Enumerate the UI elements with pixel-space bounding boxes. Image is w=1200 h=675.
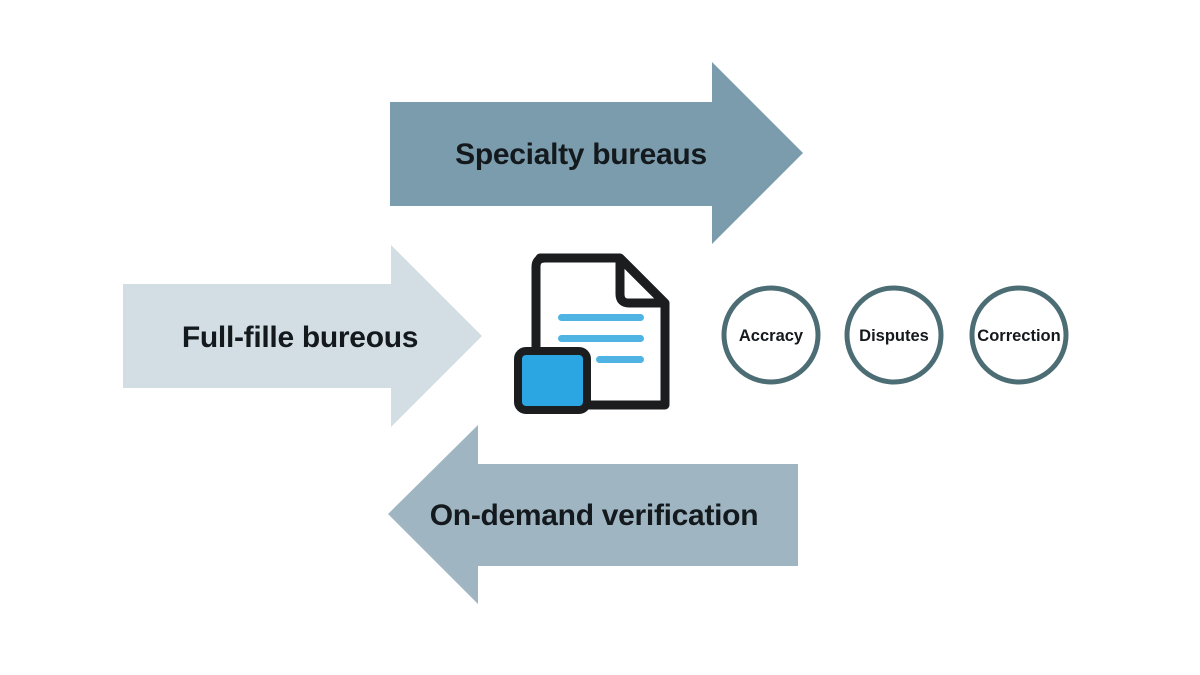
circle-correction: Correction	[969, 285, 1069, 385]
specialty-bureaus-arrow: Specialty bureaus	[390, 62, 803, 244]
on-demand-verification-arrow: On-demand verification	[388, 425, 798, 604]
document-badge-square	[514, 347, 591, 414]
accuracy-label: Accracy	[739, 327, 804, 345]
document-icon	[514, 253, 670, 414]
full-file-arrow-label: Full-fille bureous	[182, 321, 418, 354]
correction-ring	[969, 285, 1069, 385]
correction-label: Correction	[977, 327, 1060, 345]
circle-disputes: Disputes	[844, 285, 944, 385]
specialty-arrow-label: Specialty bureaus	[455, 138, 707, 171]
document-corner-fold	[615, 258, 665, 308]
full-file-bureaus-arrow: Full-fille bureous	[123, 245, 482, 427]
document-text-line	[558, 335, 644, 342]
document-text-line	[596, 356, 644, 363]
specialty-arrow-shape	[390, 62, 803, 244]
full-file-arrow-shape	[123, 245, 482, 427]
document-text-line	[558, 314, 644, 321]
disputes-ring	[844, 285, 944, 385]
process-circles: Accracy Disputes Correction	[721, 285, 1069, 385]
circle-accuracy: Accracy	[721, 285, 821, 385]
disputes-label: Disputes	[859, 327, 929, 345]
on-demand-arrow-shape	[388, 425, 798, 604]
accuracy-ring	[721, 285, 821, 385]
on-demand-arrow-label: On-demand verification	[430, 499, 758, 532]
